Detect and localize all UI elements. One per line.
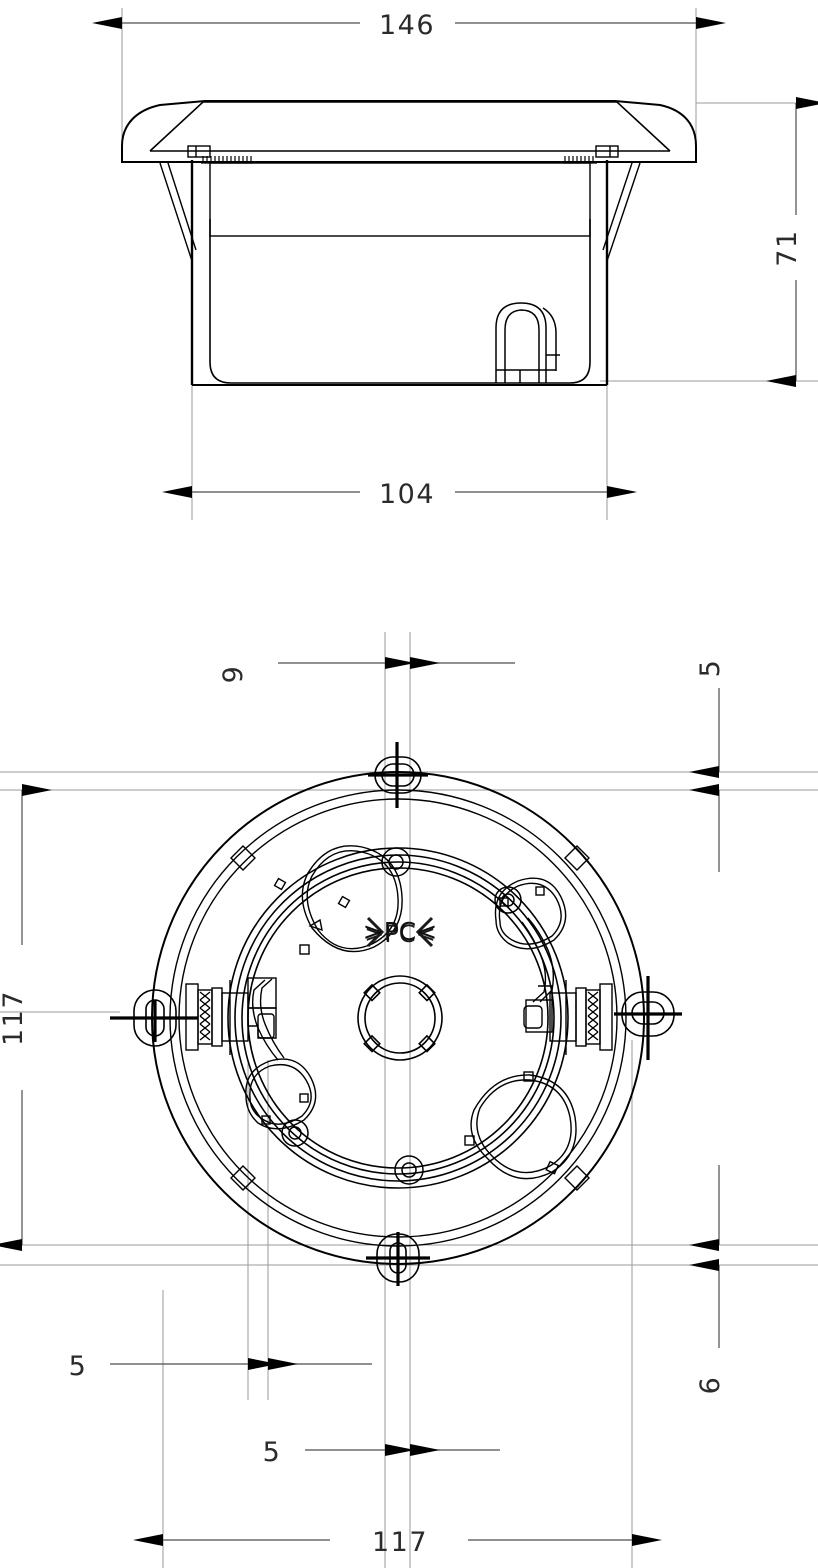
mounting-slot-left-centermark bbox=[110, 1000, 198, 1042]
body-collar bbox=[209, 162, 591, 237]
screw-boss-lower-left bbox=[281, 1119, 309, 1147]
knockout-lower-right bbox=[464, 1071, 577, 1180]
cable-gland-left bbox=[185, 977, 277, 1055]
clip-right bbox=[595, 145, 619, 158]
dimension-6-bottom-right-label: 6 bbox=[695, 1376, 726, 1395]
dimension-104-label: 104 bbox=[379, 479, 435, 510]
dimension-9: 9 bbox=[218, 657, 515, 684]
mounting-slot-left bbox=[110, 989, 198, 1047]
material-marking-text: >PC< bbox=[362, 916, 438, 946]
material-marking-pc: >PC< bbox=[364, 916, 436, 948]
cable-gland-arch bbox=[495, 302, 560, 383]
body-outer-walls bbox=[190, 160, 609, 385]
mounting-slot-top-centermark bbox=[368, 742, 428, 808]
screw-boss-upper-right bbox=[494, 886, 522, 914]
dimension-71: 71 bbox=[766, 97, 818, 387]
dimension-71-label: 71 bbox=[772, 229, 803, 266]
dimension-146: 146 bbox=[92, 10, 726, 41]
mounting-slot-top bbox=[368, 742, 428, 808]
cable-gland-right bbox=[523, 980, 613, 1055]
dimension-117-horizontal: 117 bbox=[133, 1527, 662, 1558]
mounting-slot-bottom bbox=[366, 1232, 430, 1286]
cover-outline bbox=[121, 100, 697, 163]
side-elevation-view: 146 71 104 bbox=[92, 8, 818, 520]
mounting-slot-bottom-centermark bbox=[366, 1232, 430, 1286]
dimension-5-bottom-b: 5 bbox=[263, 1437, 500, 1468]
dimension-6-bottom-right: 6 bbox=[689, 1165, 726, 1395]
center-hole bbox=[357, 975, 443, 1061]
bottom-plan-view: 9 5 117 6 5 5 bbox=[0, 632, 818, 1568]
knockout-upper-left bbox=[273, 845, 403, 955]
flange-rib-markers bbox=[230, 845, 590, 1191]
cover-top-facet bbox=[149, 101, 671, 152]
screw-boss-top bbox=[381, 847, 411, 877]
dimension-104: 104 bbox=[162, 479, 637, 510]
dimension-117-vertical-label: 117 bbox=[0, 990, 29, 1046]
screw-boss-bottom bbox=[394, 1155, 424, 1185]
dimension-5-bottom-a: 5 bbox=[69, 1351, 372, 1382]
body-main bbox=[209, 219, 591, 384]
dimension-5-bottom-a-label: 5 bbox=[69, 1351, 88, 1382]
mounting-slot-right bbox=[614, 976, 682, 1060]
dimension-146-label: 146 bbox=[379, 10, 435, 41]
dimension-5-top-right: 5 bbox=[689, 659, 726, 872]
dimension-117-horizontal-label: 117 bbox=[372, 1527, 428, 1558]
clip-left bbox=[187, 145, 211, 158]
dimension-5-bottom-b-label: 5 bbox=[263, 1437, 282, 1468]
dimension-5-top-right-label: 5 bbox=[695, 659, 726, 678]
dimension-9-label: 9 bbox=[218, 665, 249, 684]
knockout-upper-right bbox=[494, 877, 567, 1003]
knockout-lower-left bbox=[245, 978, 317, 1130]
dimension-117-vertical: 117 bbox=[0, 784, 52, 1251]
mounting-slot-right-centermark bbox=[614, 976, 682, 1060]
